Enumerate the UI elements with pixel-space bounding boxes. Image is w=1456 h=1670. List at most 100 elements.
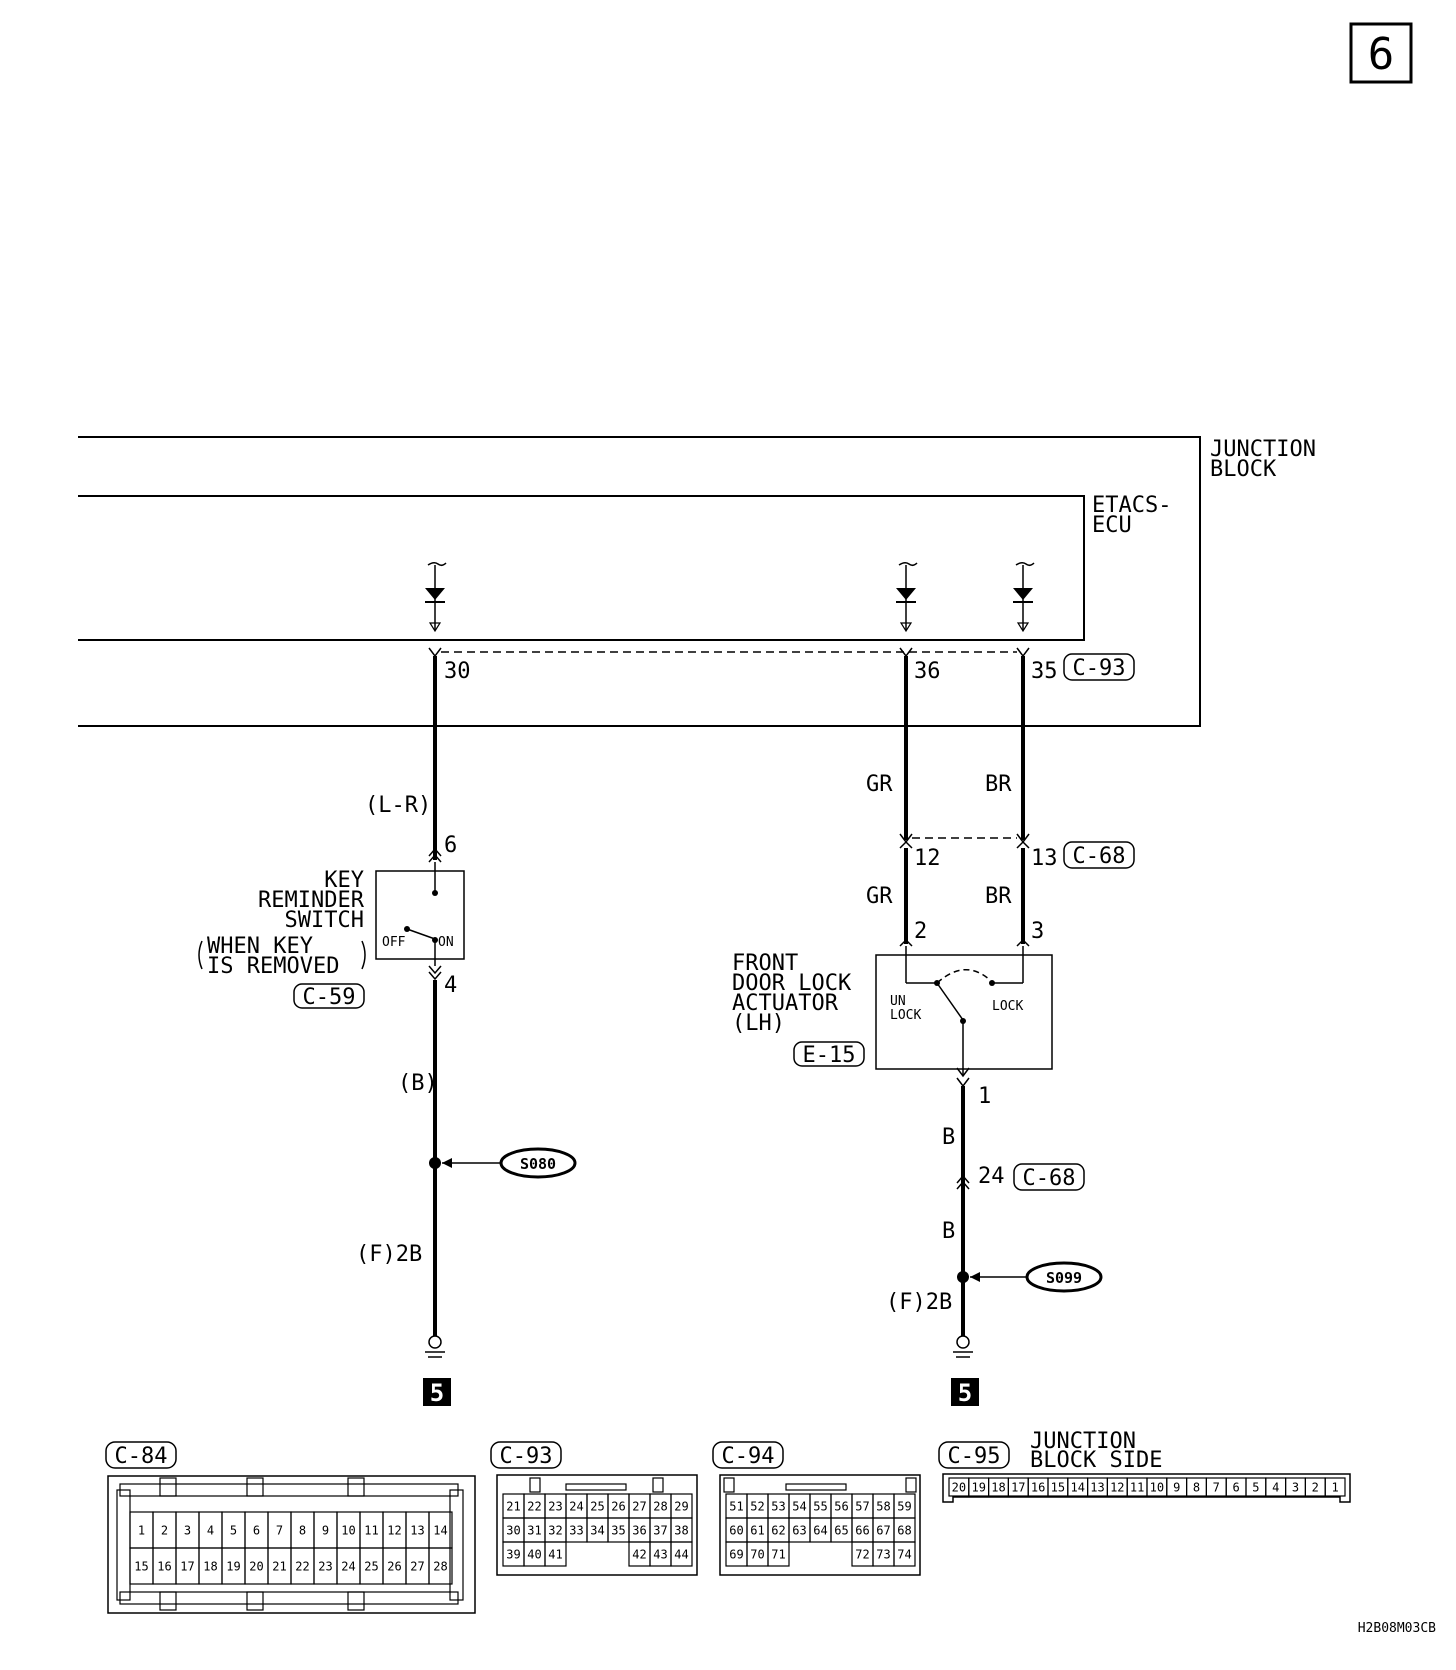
splice-s099-label: S099: [1046, 1269, 1082, 1287]
pin-number: 7: [1213, 1481, 1220, 1495]
c94-view-label: C-94: [722, 1444, 775, 1469]
pin-cell: [670, 1541, 693, 1567]
key-switch-note-2: IS REMOVED: [207, 954, 339, 979]
key-switch-name-3: SWITCH: [285, 908, 364, 933]
pin-number: 2: [161, 1524, 168, 1538]
pin-number: 52: [750, 1500, 764, 1514]
pin-number: 53: [771, 1500, 785, 1514]
connector-label-e15: E-15: [803, 1043, 856, 1068]
pin-number: 58: [876, 1500, 890, 1514]
pin-number: 36: [632, 1524, 646, 1538]
pin-cell: [544, 1541, 567, 1567]
diode-35: [1013, 561, 1035, 633]
pin-number: 74: [897, 1548, 911, 1562]
switch-off-label: OFF: [382, 935, 406, 950]
actuator-name-4: (LH): [732, 1011, 785, 1036]
pin-number: 72: [855, 1548, 869, 1562]
pin-number: 39: [506, 1548, 520, 1562]
pin-number: 20: [249, 1560, 263, 1574]
pin-36: 36: [914, 659, 941, 684]
actuator-unlock-2: LOCK: [890, 1008, 921, 1023]
pin-number: 41: [548, 1548, 562, 1562]
pin-35: 35: [1031, 659, 1058, 684]
pin-number: 31: [527, 1524, 541, 1538]
connector-label-c59: C-59: [303, 985, 356, 1010]
pin-number: 61: [750, 1524, 764, 1538]
wire-b-right-lower: B: [942, 1219, 955, 1244]
page-number: 6: [1349, 22, 1413, 84]
pin-cell: [1324, 1477, 1346, 1497]
junction-block-label-2: BLOCK: [1210, 457, 1277, 482]
actuator-name-1: FRONT: [732, 951, 798, 976]
pin-number: 3: [1292, 1481, 1299, 1495]
pin-number: 19: [226, 1560, 240, 1574]
actuator-unlock-1: UN: [890, 994, 906, 1009]
pin-number: 73: [876, 1548, 890, 1562]
pin-number: 71: [771, 1548, 785, 1562]
pin-number: 10: [1150, 1481, 1164, 1495]
pin-number: 21: [506, 1500, 520, 1514]
pin-4: 4: [444, 973, 457, 998]
pin-number: 6: [1232, 1481, 1239, 1495]
pin-30: 30: [444, 659, 471, 684]
actuator-name-2: DOOR LOCK: [732, 971, 852, 996]
pin-number: 22: [295, 1560, 309, 1574]
pin-number: 60: [729, 1524, 743, 1538]
pin-number: 43: [653, 1548, 667, 1562]
pin-number: 11: [1130, 1481, 1144, 1495]
ground-right-label: 5: [958, 1379, 972, 1407]
etacs-ecu-label-2: ECU: [1092, 513, 1132, 538]
left-circuit-lower: 4 (B) (F)2B: [356, 965, 500, 1358]
pin-number: 16: [1031, 1481, 1045, 1495]
pin-number: 29: [674, 1500, 688, 1514]
pin-number: 34: [590, 1524, 604, 1538]
pin-number: 17: [1011, 1481, 1025, 1495]
pin-cell: [893, 1541, 916, 1567]
key-switch-note-1: WHEN KEY: [207, 934, 313, 959]
pin-number: 12: [1110, 1481, 1124, 1495]
pin-number: 25: [364, 1560, 378, 1574]
c95-caption-2: BLOCK SIDE: [1030, 1448, 1162, 1473]
pin-number: 67: [876, 1524, 890, 1538]
pin-number: 18: [991, 1481, 1005, 1495]
pin-number: 66: [855, 1524, 869, 1538]
key-switch-name-1: KEY: [324, 868, 364, 893]
pin-number: 28: [433, 1560, 447, 1574]
connector-label-c68-lower: C-68: [1023, 1166, 1076, 1191]
pin-24: 24: [978, 1164, 1005, 1189]
pin-number: 22: [527, 1500, 541, 1514]
pin-number: 17: [180, 1560, 194, 1574]
actuator-name-3: ACTUATOR: [732, 991, 839, 1016]
pin-number: 25: [590, 1500, 604, 1514]
pin-3: 3: [1031, 919, 1044, 944]
pin-number: 9: [322, 1524, 329, 1538]
splice-s080-label: S080: [520, 1155, 556, 1173]
ground-right: 5: [951, 1378, 979, 1407]
pin-number: 13: [1090, 1481, 1104, 1495]
pin-number: 56: [834, 1500, 848, 1514]
c95-caption-1: JUNCTION: [1030, 1429, 1136, 1454]
etacs-ecu-label-1: ETACS-: [1092, 493, 1171, 518]
diode-36: [896, 561, 918, 633]
left-circuit: (L-R) 6: [365, 656, 457, 863]
pin-number: 26: [611, 1500, 625, 1514]
pin-number: 9: [1173, 1481, 1180, 1495]
wire-f2b-left: (F)2B: [356, 1242, 422, 1267]
ground-left: 5: [423, 1378, 451, 1407]
pin-number: 23: [548, 1500, 562, 1514]
pin-number: 35: [611, 1524, 625, 1538]
etacs-ecu: ETACS- ECU: [78, 493, 1171, 641]
connector-c93-terminals: 30 36 35 C-93: [428, 647, 1135, 684]
pin-2: 2: [914, 919, 927, 944]
pin-number: 24: [569, 1500, 583, 1514]
pin-number: 57: [855, 1500, 869, 1514]
pin-13: 13: [1031, 846, 1058, 871]
